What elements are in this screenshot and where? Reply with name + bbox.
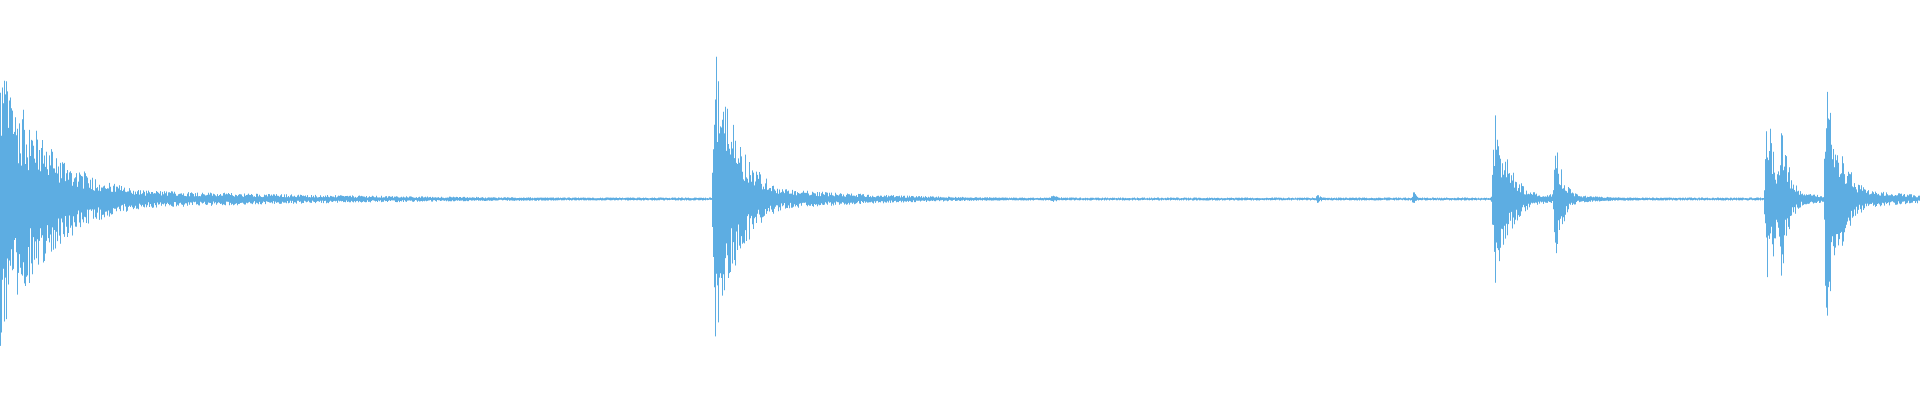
waveform-path: [0, 56, 1920, 346]
waveform-samples: [0, 56, 1920, 346]
